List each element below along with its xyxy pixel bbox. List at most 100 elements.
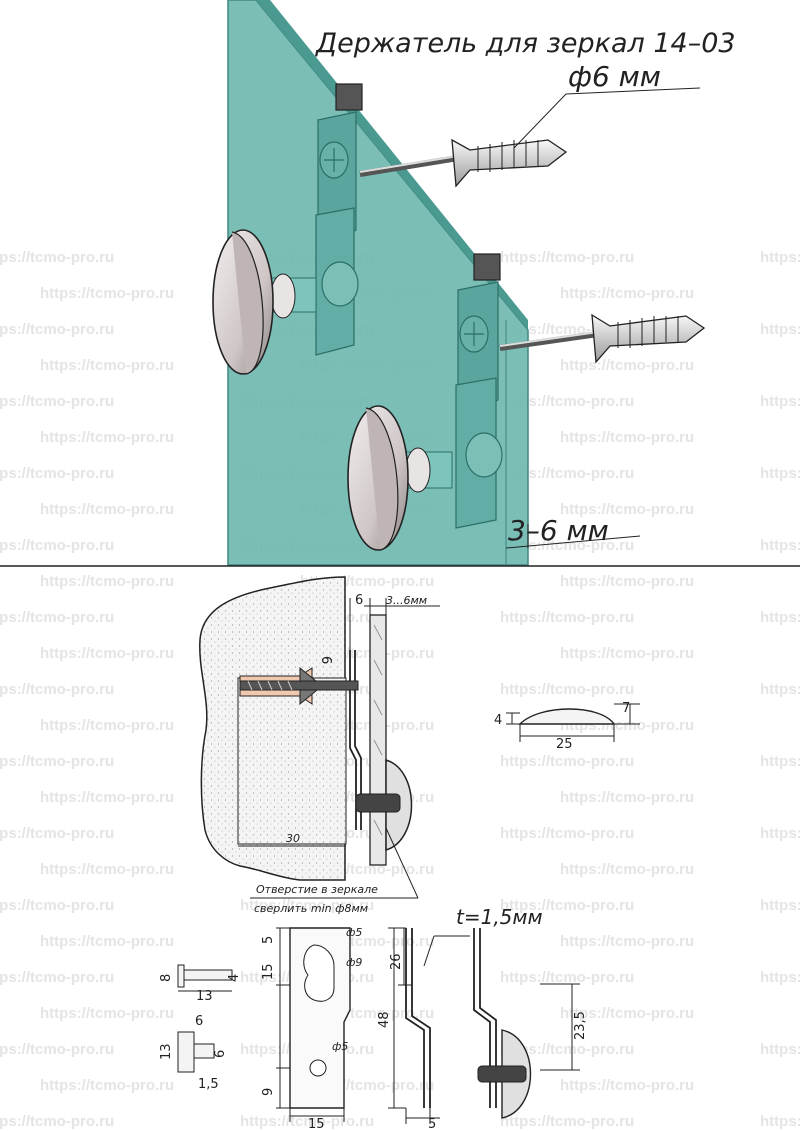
- cap-height-dim: 4: [494, 713, 502, 728]
- watermark-text: https://tcmo-pro.ru: [760, 321, 800, 338]
- watermark-text: https://tcmo-pro.ru: [760, 825, 800, 842]
- isometric-view: Держатель для зеркал 14–03 ф6 мм 3–6 мм: [212, 0, 736, 566]
- watermark-text: https://tcmo-pro.ru: [560, 1005, 694, 1022]
- watermark-text: https://tcmo-pro.ru: [40, 933, 174, 950]
- hole-diameter-dim: ф5: [346, 926, 362, 939]
- watermark-text: https://tcmo-pro.ru: [240, 1113, 374, 1130]
- bolt-detail: 8 13 4: [159, 964, 242, 1004]
- watermark-text: https://tcmo-pro.ru: [760, 1041, 800, 1058]
- watermark-text: https://tcmo-pro.ru: [40, 645, 174, 662]
- watermark-text: https://tcmo-pro.ru: [0, 537, 114, 554]
- cap-detail: 4 7 25: [494, 701, 640, 752]
- watermark-text: https://tcmo-pro.ru: [0, 465, 114, 482]
- bottom-hole-dim: ф5: [332, 1040, 348, 1053]
- bushing-detail: 6 13 6 1,5: [159, 1014, 228, 1092]
- bushing-height-dim: 13: [159, 1043, 174, 1060]
- upper-bracket: [315, 83, 363, 356]
- watermark-text: https://tcmo-pro.ru: [0, 969, 114, 986]
- slot-height-dim: 15: [261, 963, 276, 980]
- watermark-text: https://tcmo-pro.ru: [560, 789, 694, 806]
- cap-total-height-dim: 7: [622, 701, 630, 716]
- watermark-text: https://tcmo-pro.ru: [500, 825, 634, 842]
- profile-width-dim: 5: [428, 1117, 436, 1131]
- screw-dim: 6: [318, 656, 333, 664]
- watermark-text: https://tcmo-pro.ru: [760, 1113, 800, 1130]
- bushing-top-dim: 6: [195, 1014, 203, 1029]
- dowel-screw: [239, 666, 359, 706]
- product-title: Держатель для зеркал 14–03: [315, 28, 736, 59]
- watermark-text: https://tcmo-pro.ru: [500, 753, 634, 770]
- watermark-text: https://tcmo-pro.ru: [500, 897, 634, 914]
- watermark-text: https://tcmo-pro.ru: [40, 285, 174, 302]
- plate-front-view: 5 15 9 ф5 ф9 ф5 15: [261, 926, 362, 1131]
- plate-upper-dim: 26: [389, 953, 404, 970]
- wall-gap-dim: 6: [355, 593, 363, 608]
- watermark-text: https://tcmo-pro.ru: [500, 681, 634, 698]
- watermark-text: https://tcmo-pro.ru: [0, 609, 114, 626]
- watermark-text: https://tcmo-pro.ru: [500, 1113, 634, 1130]
- watermark-text: https://tcmo-pro.ru: [560, 501, 694, 518]
- watermark-text: https://tcmo-pro.ru: [0, 753, 114, 770]
- plate-bottom-dim: 9: [261, 1088, 276, 1096]
- plate-top-dim: 5: [261, 936, 276, 944]
- watermark-text: https://tcmo-pro.ru: [560, 933, 694, 950]
- glass-edge: [256, 0, 528, 330]
- watermark-text: https://tcmo-pro.ru: [760, 609, 800, 626]
- watermark-text: https://tcmo-pro.ru: [40, 501, 174, 518]
- watermark-text: https://tcmo-pro.ru: [760, 681, 800, 698]
- plate-side-view: 48 26 5: [377, 927, 440, 1131]
- watermark-text: https://tcmo-pro.ru: [0, 681, 114, 698]
- watermark-text: https://tcmo-pro.ru: [40, 1005, 174, 1022]
- watermark-text: https://tcmo-pro.ru: [40, 717, 174, 734]
- plate-total-dim: 48: [377, 1011, 392, 1028]
- thickness-callout: t=1,5мм: [456, 905, 543, 929]
- lower-bracket: [455, 253, 503, 529]
- watermark-text: https://tcmo-pro.ru: [760, 537, 800, 554]
- watermark-text: https://tcmo-pro.ru: [560, 357, 694, 374]
- screw-callout: ф6 мм: [568, 60, 661, 93]
- bolt-shank-dim: 4: [227, 974, 242, 982]
- watermark-text: https://tcmo-pro.ru: [560, 861, 694, 878]
- watermark-text: https://tcmo-pro.ru: [40, 357, 174, 374]
- watermark-text: https://tcmo-pro.ru: [560, 1077, 694, 1094]
- watermark-text: https://tcmo-pro.ru: [500, 609, 634, 626]
- watermark-text: https://tcmo-pro.ru: [560, 429, 694, 446]
- watermark-text: https://tcmo-pro.ru: [560, 285, 694, 302]
- watermark-text: https://tcmo-pro.ru: [560, 645, 694, 662]
- lower-screw: [499, 313, 706, 364]
- section-view: 6 3...6мм 6 30 Отверстие в зеркале сверл…: [199, 576, 440, 915]
- cap-width-dim: 25: [556, 737, 573, 752]
- watermark-text: https://tcmo-pro.ru: [500, 969, 634, 986]
- depth-dim: 30: [286, 832, 300, 845]
- assembly-height-dim: 23,5: [573, 1011, 588, 1040]
- cap-bolt-section: [355, 758, 413, 852]
- watermark-text: https://tcmo-pro.ru: [760, 897, 800, 914]
- watermark-text: https://tcmo-pro.ru: [760, 753, 800, 770]
- hole-note-1: Отверстие в зеркале: [256, 883, 378, 896]
- assembly-side-view: t=1,5мм 23,5: [423, 905, 588, 1119]
- watermark-text: https://tcmo-pro.ru: [0, 825, 114, 842]
- watermark-text: https://tcmo-pro.ru: [760, 465, 800, 482]
- watermark-text: https://tcmo-pro.ru: [40, 573, 174, 590]
- watermark-text: https://tcmo-pro.ru: [0, 897, 114, 914]
- watermark-text: https://tcmo-pro.ru: [0, 1041, 114, 1058]
- lower-cap: [347, 405, 453, 551]
- upper-cap: [212, 229, 317, 375]
- watermark-text: https://tcmo-pro.ru: [40, 861, 174, 878]
- watermark-text: https://tcmo-pro.ru: [0, 321, 114, 338]
- watermark-text: https://tcmo-pro.ru: [240, 897, 374, 914]
- watermark-text: https://tcmo-pro.ru: [500, 537, 634, 554]
- bushing-inner-dim: 6: [213, 1050, 228, 1058]
- plate-width-dim: 15: [308, 1117, 325, 1131]
- watermark-text: https://tcmo-pro.ru: [40, 789, 174, 806]
- bolt-length-dim: 13: [196, 989, 213, 1004]
- watermark-text: https://tcmo-pro.ru: [500, 465, 634, 482]
- watermark-text: https://tcmo-pro.ru: [760, 969, 800, 986]
- watermark-text: https://tcmo-pro.ru: [0, 1113, 114, 1130]
- watermark-text: https://tcmo-pro.ru: [40, 1077, 174, 1094]
- glass-range-dim: 3...6мм: [386, 594, 427, 607]
- upper-screw: [359, 138, 568, 188]
- bushing-step-dim: 1,5: [198, 1077, 219, 1092]
- watermark-text: https://tcmo-pro.ru: [40, 429, 174, 446]
